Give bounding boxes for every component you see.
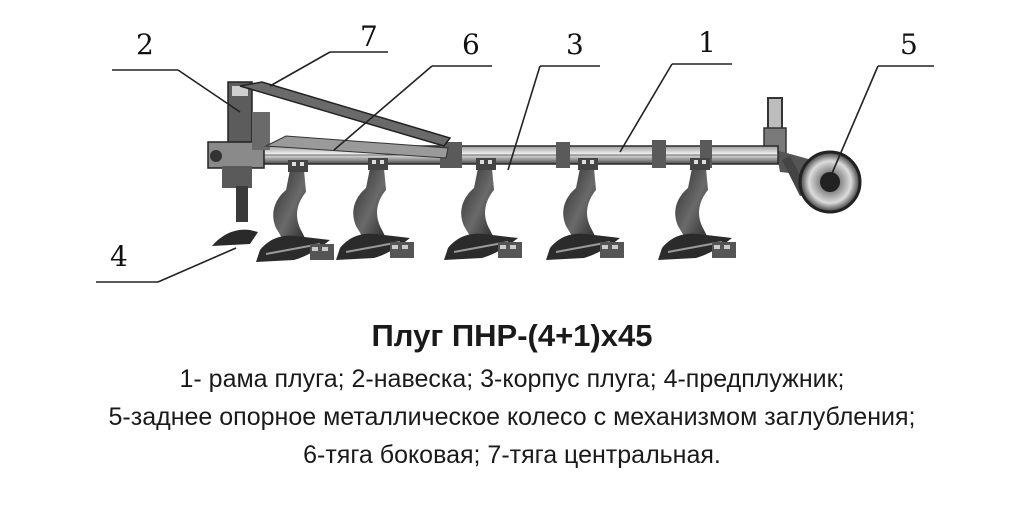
skimmer: [212, 186, 258, 246]
caption-line-3: 6-тяга боковая; 7-тяга центральная.: [303, 441, 721, 469]
caption-line-1: 1- рама плуга; 2-навеска; 3-корпус плуга…: [179, 365, 845, 393]
label-central-link: 7: [360, 20, 378, 53]
side-link: [264, 135, 449, 159]
leader-lines: [96, 51, 934, 283]
caption-title: Плуг ПНР-(4+1)х45: [371, 318, 653, 353]
rear-wheel-assembly: [763, 97, 862, 214]
label-side-link: 6: [462, 28, 480, 61]
label-frame: 1: [698, 26, 716, 59]
hitch-frame: [207, 81, 270, 188]
label-skimmer: 4: [110, 240, 128, 273]
label-rear-wheel: 5: [900, 28, 918, 61]
caption-line-2: 5-заднее опорное металлическое колесо с …: [108, 403, 916, 431]
label-hitch: 2: [136, 28, 154, 61]
central-link: [239, 81, 452, 147]
plow-bodies: [255, 157, 737, 263]
plow-diagram: 2 7 6 3 1 5 4: [96, 20, 934, 283]
label-plow-body: 3: [566, 28, 584, 61]
